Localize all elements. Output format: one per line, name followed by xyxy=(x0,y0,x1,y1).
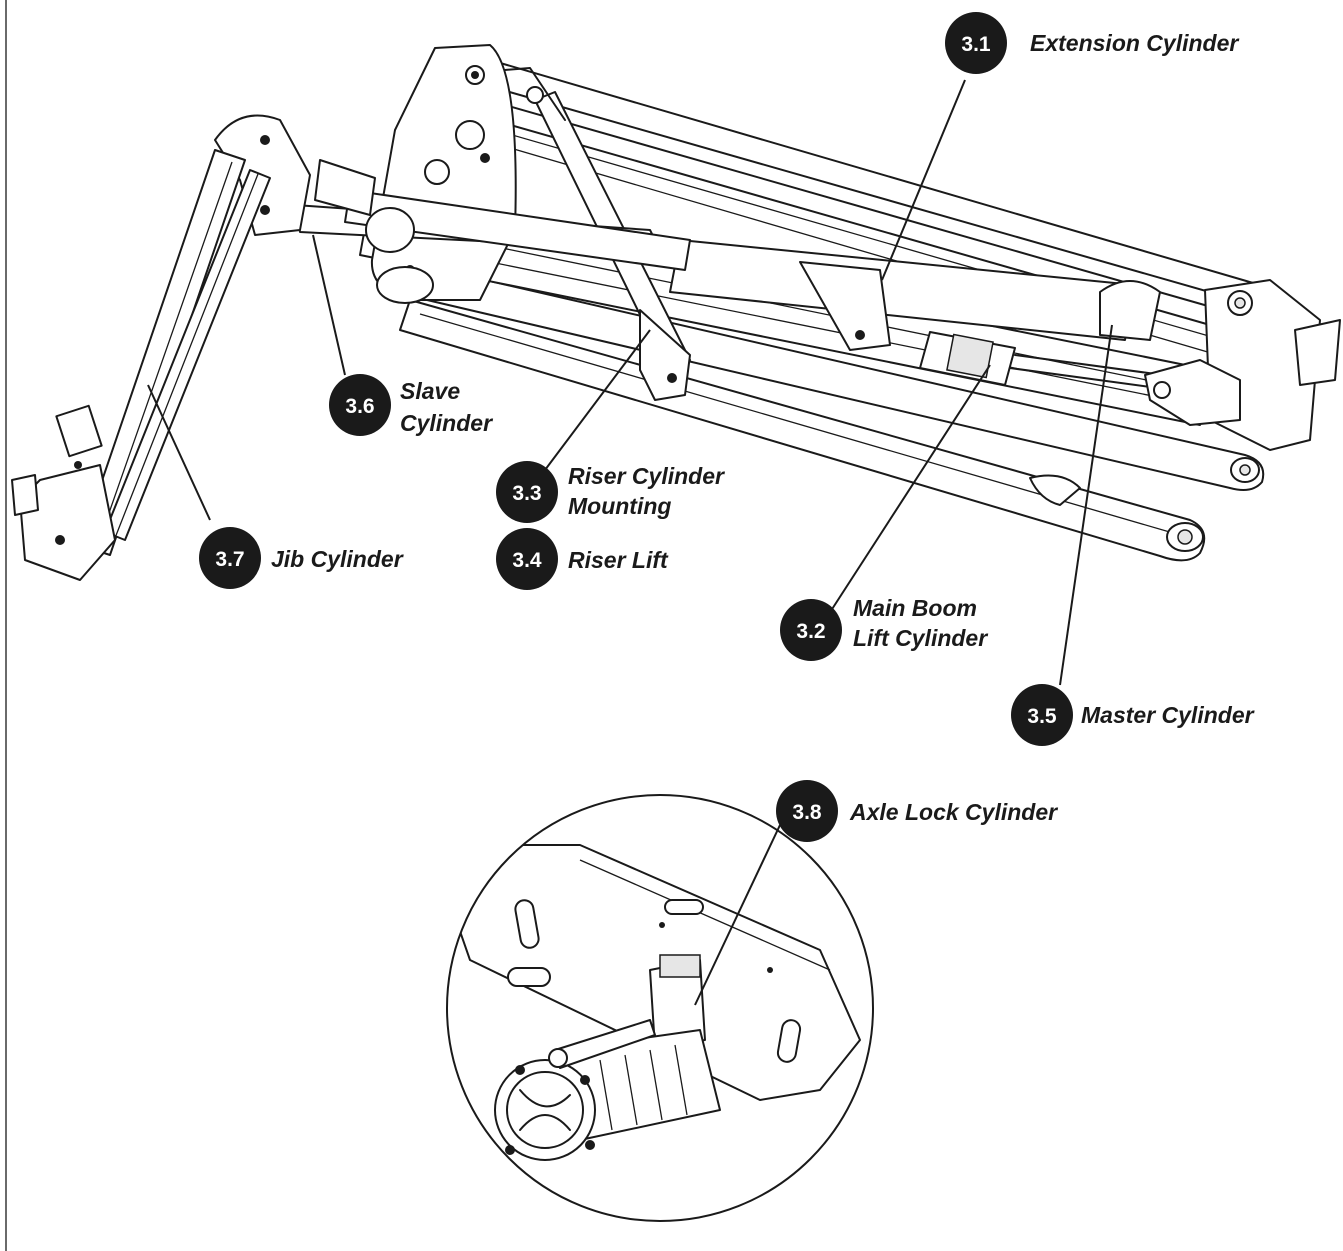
callout-number: 3.6 xyxy=(345,395,374,418)
callout-number: 3.8 xyxy=(792,801,822,824)
boom-assembly-drawing xyxy=(11,44,1341,581)
leader-3-7 xyxy=(147,384,211,521)
callout-label-line: Slave xyxy=(400,378,460,404)
callout-badge xyxy=(776,780,838,842)
callout-badge xyxy=(1011,684,1073,746)
callout-number: 3.2 xyxy=(796,620,825,643)
second-boom-arm xyxy=(409,264,1265,491)
callout-badge xyxy=(329,374,391,436)
main-boom-lift-cylinder xyxy=(919,331,1201,394)
callout-label-line: Mounting xyxy=(568,493,671,519)
leader-3-2 xyxy=(824,364,991,621)
leader-3-5 xyxy=(1059,324,1113,686)
callout-number: 3.3 xyxy=(512,482,541,505)
axle-lock-detail-inset xyxy=(446,794,874,1222)
callout-label-line: Lift Cylinder xyxy=(853,625,988,651)
callout-label-line: Cylinder xyxy=(400,410,493,436)
callout-badge xyxy=(496,461,558,523)
callout-badge xyxy=(199,527,261,589)
callout-badge xyxy=(945,12,1007,74)
callout-badge xyxy=(496,528,558,590)
callout-label-line: Riser Cylinder xyxy=(568,463,725,489)
leader-3-1 xyxy=(881,79,966,281)
callout-label-line: Main Boom xyxy=(853,595,977,621)
callout-label-line: Axle Lock Cylinder xyxy=(849,799,1058,825)
callout-number: 3.1 xyxy=(961,33,991,56)
upper-arm xyxy=(294,159,691,271)
lower-boom-arm xyxy=(399,299,1206,562)
callout-number: 3.4 xyxy=(512,549,542,572)
callout-riser-lift: 3.4 Riser Lift xyxy=(496,528,669,590)
callout-axle-lock: 3.8 Axle Lock Cylinder xyxy=(776,780,1058,842)
jib-arm xyxy=(79,149,271,556)
callout-badge xyxy=(780,599,842,661)
jib-end-bracket xyxy=(11,404,116,581)
leader-3-3 xyxy=(544,329,651,471)
callout-extension: 3.1 Extension Cylinder xyxy=(945,12,1239,74)
callout-master: 3.5 Master Cylinder xyxy=(1011,684,1255,746)
callout-label-line: Jib Cylinder xyxy=(271,546,404,572)
boom-pivot-plate xyxy=(370,44,517,304)
callout-number: 3.7 xyxy=(215,548,244,571)
callout-number: 3.5 xyxy=(1027,705,1057,728)
callout-jib: 3.7 Jib Cylinder xyxy=(199,527,404,589)
extension-cylinder xyxy=(669,239,1161,351)
boom-head-bracket xyxy=(1144,279,1341,451)
leader-3-8 xyxy=(694,824,781,1006)
leader-lines xyxy=(147,79,1113,1006)
callout-label-line: Extension Cylinder xyxy=(1030,30,1239,56)
leader-3-6 xyxy=(312,234,346,376)
callout-label-line: Riser Lift xyxy=(568,547,669,573)
callout-label-line: Master Cylinder xyxy=(1081,702,1255,728)
